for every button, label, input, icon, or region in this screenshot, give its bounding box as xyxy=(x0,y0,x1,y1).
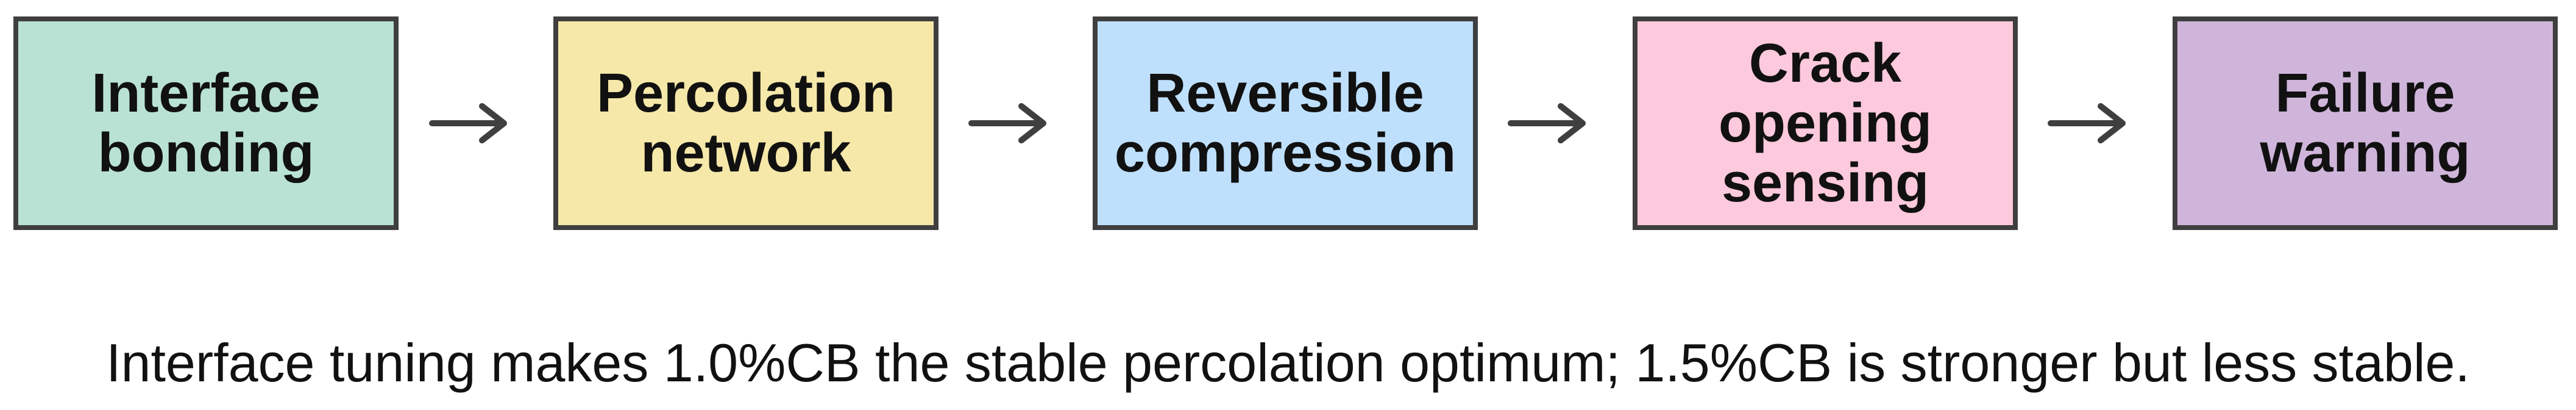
step-label: Percolation network xyxy=(596,63,896,184)
step-label: Failure warning xyxy=(2260,63,2471,184)
step-failure-warning: Failure warning xyxy=(2173,16,2558,230)
arrow-right-icon xyxy=(2046,99,2131,148)
step-label: Crack opening sensing xyxy=(1719,33,1932,214)
arrow-right-icon xyxy=(1506,99,1591,148)
step-label: Interface bonding xyxy=(91,63,321,184)
arrow-right-icon xyxy=(427,99,513,148)
diagram-caption: Interface tuning makes 1.0%CB the stable… xyxy=(106,333,2470,393)
step-percolation-network: Percolation network xyxy=(553,16,939,230)
step-crack-opening-sensing: Crack opening sensing xyxy=(1633,16,2018,230)
step-label: Reversible compression xyxy=(1114,63,1457,184)
arrow-right-icon xyxy=(967,99,1052,148)
step-reversible-compression: Reversible compression xyxy=(1093,16,1478,230)
step-interface-bonding: Interface bonding xyxy=(13,16,399,230)
